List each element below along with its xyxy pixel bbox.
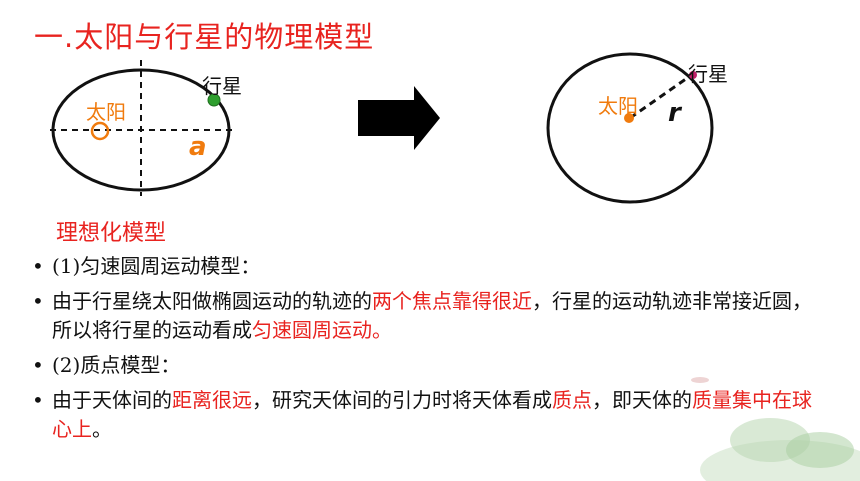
- semi-major-axis-label: a: [189, 132, 207, 162]
- bullet-dot-icon: •: [32, 289, 44, 313]
- left-planet-label: 行星: [202, 74, 242, 98]
- section-subtitle: 理想化模型: [56, 221, 167, 246]
- radius-dashed-line: [629, 72, 694, 120]
- bullet-item: • 由于天体间的距离很远，研究天体间的引力时将天体看成质点，即天体的质量集中在球…: [32, 388, 812, 441]
- bullet-list: • (1)匀速圆周运动模型： • 由于行星绕太阳做椭圆运动的轨迹的两个焦点靠得很…: [30, 252, 830, 450]
- bullet-dot-icon: •: [32, 254, 44, 278]
- planet-pink-dot: [689, 71, 697, 79]
- right-sun-label: 太阳: [598, 94, 638, 118]
- sun-center-dot: [624, 113, 634, 123]
- bullet-item: • 由于行星绕太阳做椭圆运动的轨迹的两个焦点靠得很近，行星的运动轨迹非常接近圆，…: [32, 289, 812, 342]
- left-sun-label: 太阳: [86, 100, 126, 124]
- sun-focus-marker: [90, 121, 110, 141]
- right-planet-label: 行星: [688, 62, 728, 86]
- planet-green-dot: [207, 93, 221, 107]
- radius-label: r: [668, 98, 681, 128]
- bullet-dot-icon: •: [32, 388, 44, 412]
- page-title: 一.太阳与行星的物理模型: [34, 20, 375, 54]
- scenery-bird-decoration: [691, 377, 709, 383]
- bullet-dot-icon: •: [32, 353, 44, 377]
- orbit-circle: [546, 52, 714, 204]
- scenery-tree-decoration: [786, 432, 854, 468]
- bullet-item: • (1)匀速圆周运动模型：: [30, 252, 830, 281]
- transform-arrow-icon: [358, 86, 440, 150]
- bullet-item: • (2)质点模型：: [30, 351, 830, 380]
